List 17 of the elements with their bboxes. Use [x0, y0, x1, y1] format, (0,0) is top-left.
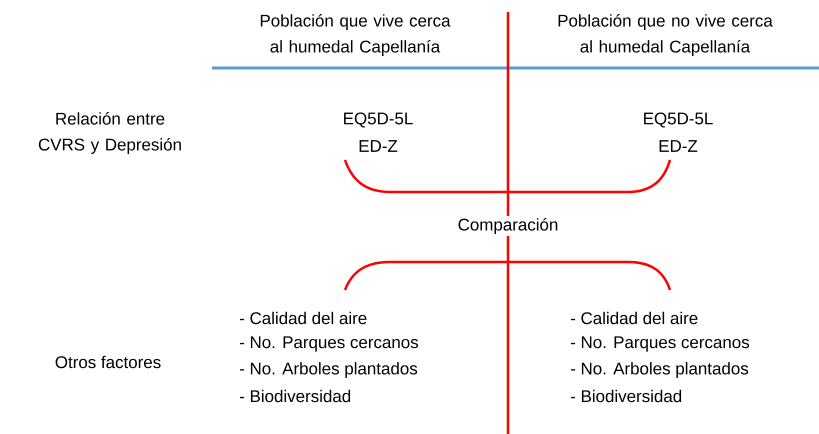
column-heading: Población que no vive cerca al humedal Capellanía [558, 14, 773, 56]
list-item: - No. Arboles plantados [240, 362, 418, 378]
list-item: - Biodiversidad [570, 390, 682, 402]
row-label: Relación entre CVRS y Depresión [38, 112, 181, 154]
list-item: - No. Parques cercanos [570, 336, 750, 352]
measure-label: EQ5D-5L [344, 112, 413, 128]
measure-label: EQ5D-5L [644, 112, 713, 128]
measure-label: ED-Z [660, 140, 698, 152]
column-heading: Población que vive cerca al humedal Capellanía [260, 14, 451, 56]
comparison-label: Comparación [456, 216, 560, 236]
list-item: - No. Parques cercanos [240, 336, 418, 352]
list-item: - Calidad del aire [570, 312, 698, 324]
measure-label: ED-Z [360, 140, 398, 152]
list-item: - Biodiversidad [240, 390, 350, 402]
list-item: - No. Arboles plantados [570, 362, 748, 378]
list-item: - Calidad del aire [240, 312, 366, 324]
row-label: Otros factores [56, 356, 161, 368]
